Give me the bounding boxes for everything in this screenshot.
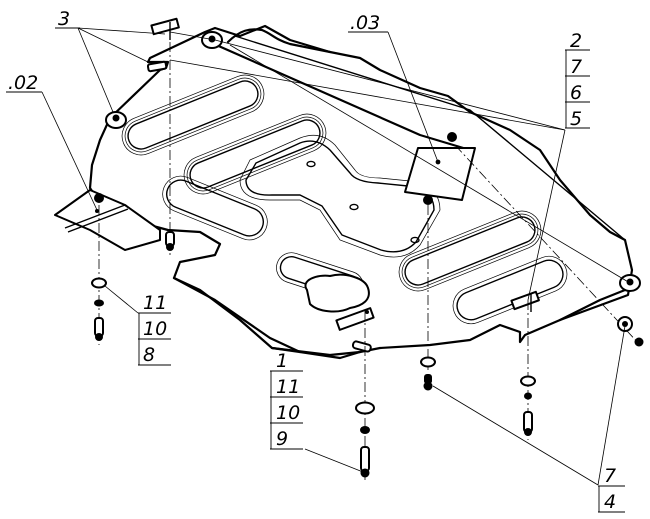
- skid-plate: [88, 24, 634, 360]
- fastener-stack-center: [355, 401, 375, 478]
- fastener-far-right: [617, 316, 644, 347]
- callout-label: 10: [276, 402, 300, 424]
- clip-nut-top: [150, 17, 180, 40]
- callout-03: .03: [350, 12, 380, 34]
- callout-stack-top-right: 2 7 6 5: [565, 30, 590, 130]
- rib-3: [162, 175, 268, 241]
- nut: [360, 426, 370, 434]
- clip-nut-center: [335, 307, 375, 331]
- rib-1: [121, 74, 265, 156]
- callout-02: .02: [8, 72, 38, 94]
- slot-tab: [351, 340, 372, 353]
- callout-label: 8: [143, 344, 155, 366]
- callout-label: 5: [570, 108, 582, 130]
- bolt: [634, 337, 644, 347]
- callout-label: 3: [58, 8, 70, 30]
- rib-serpentine: [239, 134, 441, 258]
- callout-stack-left: 11 10 8: [138, 292, 171, 366]
- callout-label: .03: [350, 12, 380, 34]
- bolt: [424, 374, 432, 384]
- leader-lines: [6, 27, 631, 486]
- mounting-boss-top: [201, 31, 223, 49]
- slot-tab: [146, 60, 168, 73]
- central-cover: [304, 273, 370, 313]
- callout-label: 2: [570, 30, 582, 52]
- bolt-under-plate: [165, 231, 175, 251]
- callout-label: 7: [570, 56, 582, 78]
- callout-label: 6: [570, 82, 582, 104]
- callout-label: 7: [604, 465, 616, 487]
- callout-stack-bottom-right: 7 4: [598, 465, 625, 513]
- washer: [355, 401, 375, 415]
- callout-label: 10: [143, 318, 167, 340]
- washer: [420, 356, 436, 368]
- washer: [520, 375, 536, 387]
- hole: [410, 236, 420, 244]
- rib-2: [183, 113, 327, 195]
- callout-label: .02: [8, 72, 38, 94]
- callout-label: 9: [276, 428, 288, 450]
- nut: [94, 299, 104, 307]
- callout-label: 4: [604, 491, 616, 513]
- fastener-stack-right: [520, 375, 536, 436]
- fastener-stack-mid-right: [420, 356, 436, 391]
- callout-stack-center: 1 11 10 9: [270, 350, 303, 450]
- bracket-03: [404, 132, 476, 205]
- rib-4: [398, 210, 542, 292]
- rib-5: [452, 255, 568, 325]
- washer: [91, 277, 107, 289]
- hole: [349, 203, 359, 211]
- fastener-stack-left: [91, 277, 107, 341]
- bracket-02: [54, 189, 161, 251]
- callout-label: 11: [276, 376, 300, 398]
- callout-label: 1: [276, 350, 288, 372]
- clip-nut-right: [510, 290, 540, 312]
- hole: [306, 160, 316, 168]
- callout-3: 3: [58, 8, 70, 30]
- mounting-boss-left: [105, 111, 127, 129]
- callout-label: 11: [143, 292, 167, 314]
- nut: [524, 392, 532, 400]
- bolt: [360, 446, 370, 472]
